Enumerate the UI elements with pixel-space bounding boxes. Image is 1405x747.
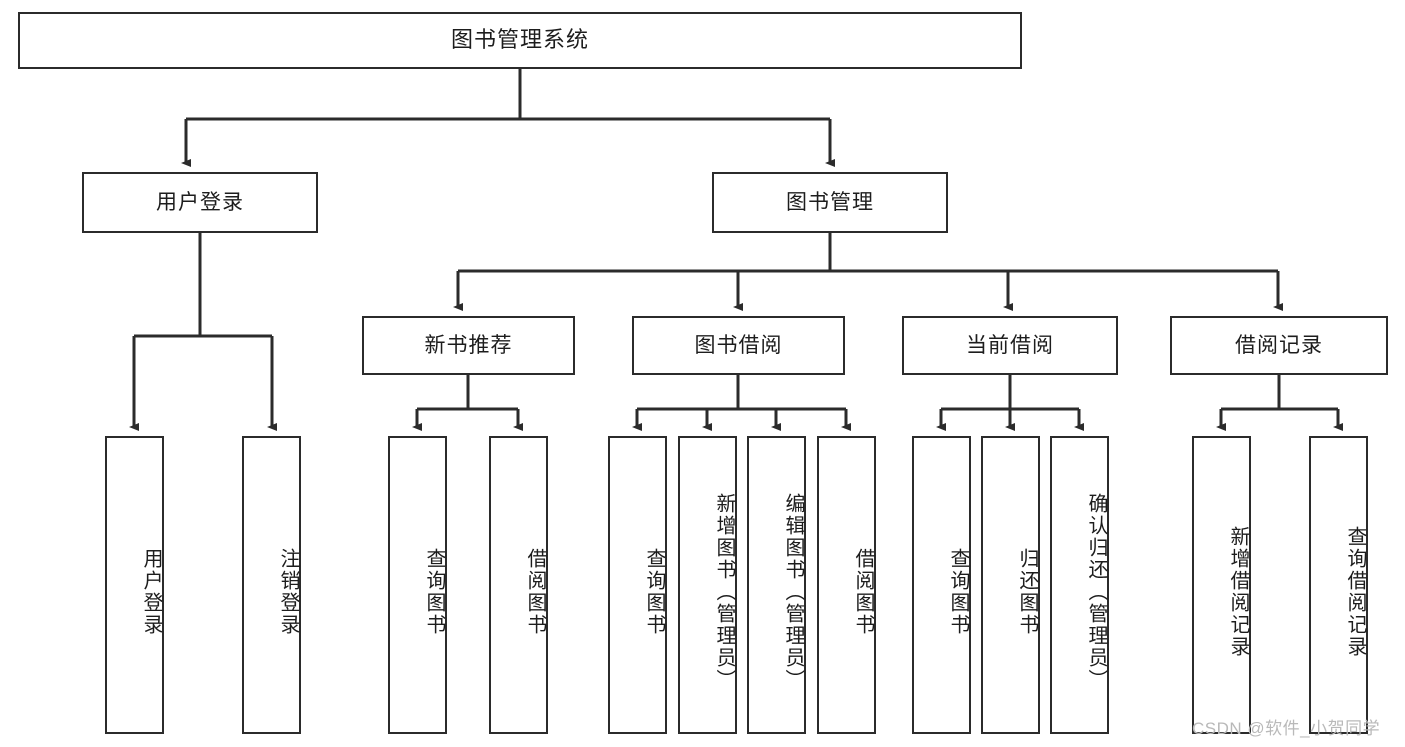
- csdn-watermark: CSDN @软件_小贺同学: [1192, 719, 1381, 738]
- node-label: 查询借阅记录: [1344, 526, 1366, 658]
- leaf-return-book[interactable]: 归还图书: [981, 436, 1040, 734]
- node-label: 新增图书（管理员）: [713, 493, 735, 691]
- node-label: 查询图书: [423, 548, 445, 636]
- node-root-system[interactable]: 图书管理系统: [18, 12, 1022, 69]
- node-user-login[interactable]: 用户登录: [82, 172, 318, 233]
- node-label: 归还图书: [1016, 548, 1038, 636]
- leaf-borrow-book[interactable]: 借阅图书: [817, 436, 876, 734]
- leaf-query-borrow-record[interactable]: 查询借阅记录: [1309, 436, 1368, 734]
- node-label: 查询图书: [947, 548, 969, 636]
- node-label: 编辑图书（管理员）: [782, 493, 804, 691]
- node-book-borrow[interactable]: 图书借阅: [632, 316, 845, 375]
- node-label: 图书管理系统: [450, 27, 589, 53]
- node-label: 图书管理: [786, 190, 874, 214]
- node-label: 注销登录: [277, 548, 299, 636]
- node-label: 借阅图书: [524, 548, 546, 636]
- node-label: 当前借阅: [966, 333, 1054, 357]
- leaf-borrow-book-new[interactable]: 借阅图书: [489, 436, 548, 734]
- leaf-edit-book-admin[interactable]: 编辑图书（管理员）: [747, 436, 806, 734]
- node-label: 借阅图书: [852, 548, 874, 636]
- node-book-management[interactable]: 图书管理: [712, 172, 948, 233]
- node-label: 查询图书: [643, 548, 665, 636]
- node-label: 图书借阅: [694, 333, 783, 357]
- node-new-book-recommend[interactable]: 新书推荐: [362, 316, 575, 375]
- leaf-logout[interactable]: 注销登录: [242, 436, 301, 734]
- node-label: 确认归还（管理员）: [1085, 493, 1107, 691]
- node-label: 新增借阅记录: [1227, 526, 1249, 658]
- leaf-user-login[interactable]: 用户登录: [105, 436, 164, 734]
- node-label: 新书推荐: [424, 333, 513, 357]
- leaf-query-book-new[interactable]: 查询图书: [388, 436, 447, 734]
- leaf-add-book-admin[interactable]: 新增图书（管理员）: [678, 436, 737, 734]
- node-label: 用户登录: [140, 548, 162, 636]
- leaf-add-borrow-record[interactable]: 新增借阅记录: [1192, 436, 1251, 734]
- node-label: 用户登录: [156, 190, 244, 214]
- leaf-query-book[interactable]: 查询图书: [608, 436, 667, 734]
- node-borrow-record[interactable]: 借阅记录: [1170, 316, 1388, 375]
- leaf-confirm-return-admin[interactable]: 确认归还（管理员）: [1050, 436, 1109, 734]
- node-current-borrow[interactable]: 当前借阅: [902, 316, 1118, 375]
- leaf-query-book-current[interactable]: 查询图书: [912, 436, 971, 734]
- node-label: 借阅记录: [1235, 333, 1323, 357]
